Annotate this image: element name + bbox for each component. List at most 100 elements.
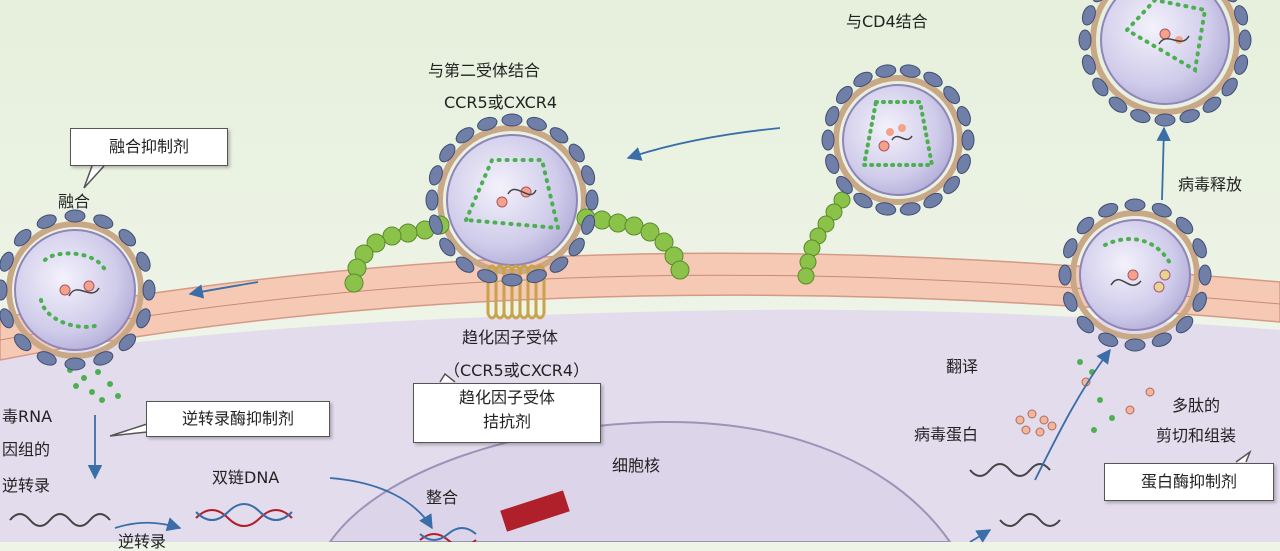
viral-rna-strand <box>9 513 111 527</box>
membrane-inner-line <box>0 274 1280 341</box>
envelope-knob <box>425 189 439 211</box>
envelope-knob <box>585 189 599 211</box>
chemokine-receptor <box>486 264 546 320</box>
released-capsid-dots <box>67 367 121 403</box>
envelope-knob <box>923 192 943 209</box>
envelope-knob <box>549 256 569 273</box>
envelope-knob <box>899 202 921 216</box>
label-translation: 翻译 <box>946 357 979 376</box>
envelope-knob <box>821 129 835 151</box>
envelope-knob <box>923 71 943 88</box>
envelope-knob <box>853 192 873 209</box>
envelope-knob <box>1063 291 1078 312</box>
envelope-knob <box>455 256 475 273</box>
envelope-knob <box>0 279 8 301</box>
label-viral-protein: 病毒蛋白 <box>914 425 979 444</box>
label-coreceptor-names: CCR5或CXCR4 <box>444 93 558 112</box>
envelope-knob <box>439 237 456 257</box>
label-fusion: 融合 <box>58 192 91 211</box>
envelope-knob <box>835 85 853 105</box>
callout-fusion-inhibitor-text: 融合抑制剂 <box>108 137 189 156</box>
envelope-knob <box>0 251 14 272</box>
envelope-knob <box>1151 332 1172 347</box>
envelope-knob <box>943 85 961 105</box>
envelope-knob <box>853 71 873 88</box>
envelope-knob <box>1179 109 1200 124</box>
label-nucleus: 细胞核 <box>612 456 661 475</box>
envelope-knob <box>1238 29 1252 51</box>
envelope-knob <box>0 308 14 329</box>
envelope-knob <box>1124 198 1146 212</box>
virion-released <box>1090 0 1240 115</box>
label-reverse-transcription: 逆转录 <box>118 532 167 551</box>
envelope-knob <box>501 273 523 287</box>
envelope-knob <box>1081 5 1096 26</box>
envelope-knob <box>1234 54 1249 75</box>
envelope-knob <box>1175 315 1194 334</box>
double-stranded-dna <box>195 503 293 527</box>
envelope-knob <box>581 165 596 186</box>
envelope-knob <box>1098 203 1119 218</box>
virion-cd4-binding <box>833 75 963 205</box>
envelope-knob <box>1098 332 1119 347</box>
envelope-knob <box>13 333 32 352</box>
callout-fusion-inhibitor: 融合抑制剂 <box>70 128 228 166</box>
envelope-knob <box>1221 77 1238 97</box>
envelope-knob <box>1151 203 1172 218</box>
envelope-knob <box>93 214 114 229</box>
callout-receptor-antagonist: 趋化因子受体 拮抗剂 <box>413 383 601 443</box>
callout-protease-inhibitor: 蛋白酶抑制剂 <box>1104 463 1274 501</box>
envelope-knob <box>899 64 921 78</box>
envelope-knob <box>477 269 498 284</box>
envelope-knob <box>875 64 897 78</box>
envelope-knob <box>1076 216 1095 235</box>
label-chemokine-receptor: 趋化因子受体 <box>462 328 559 347</box>
envelope-knob <box>1124 338 1146 352</box>
envelope-knob <box>568 237 585 257</box>
envelope-knob <box>1076 315 1095 334</box>
label-chemokine-receptor-names: （CCR5或CXCR4） <box>444 361 590 380</box>
envelope-knob <box>825 105 840 127</box>
envelope-knob <box>142 279 156 301</box>
envelope-knob <box>825 153 840 175</box>
envelope-knob <box>956 105 971 127</box>
cell-membrane <box>0 252 1280 361</box>
envelope-knob <box>1192 291 1207 312</box>
envelope-knob <box>1092 77 1109 97</box>
envelope-knob <box>1192 238 1207 259</box>
envelope-knob <box>439 143 456 163</box>
callout-rt-inhibitor-text: 逆转录酶抑制剂 <box>181 409 294 428</box>
envelope-knob <box>428 165 443 186</box>
envelope-knob <box>118 333 137 352</box>
integrated-provirus-block <box>500 490 570 532</box>
mrna-strand <box>999 513 1061 527</box>
envelope-knob <box>36 351 57 366</box>
virion-coreceptor-binding <box>437 125 587 275</box>
label-viral-rna-1: 毒RNA <box>2 407 53 426</box>
label-viral-rna-3: 逆转录 <box>2 476 51 495</box>
cd4-receptor-chain <box>797 191 851 285</box>
envelope-knob <box>428 214 443 235</box>
label-virus-release: 病毒释放 <box>1178 175 1243 194</box>
envelope-knob <box>13 228 32 247</box>
envelope-knob <box>1198 264 1212 286</box>
label-second-receptor: 与第二受体结合 <box>428 61 541 80</box>
envelope-knob <box>136 251 151 272</box>
callout-receptor-antagonist-line1: 趋化因子受体 <box>458 388 555 407</box>
label-cd4-binding: 与CD4结合 <box>846 12 928 31</box>
envelope-knob <box>961 129 975 151</box>
label-polypeptide-2: 剪切和组装 <box>1156 426 1237 445</box>
envelope-knob <box>1078 29 1092 51</box>
viral-protein-dots <box>1015 377 1155 437</box>
label-viral-rna-2: 因组的 <box>2 440 51 459</box>
envelope-knob <box>1092 0 1109 3</box>
envelope-knob <box>1081 54 1096 75</box>
integrated-dna <box>419 527 477 542</box>
envelope-knob <box>943 175 961 195</box>
envelope-knob <box>875 202 897 216</box>
callout-tails <box>83 165 1252 463</box>
flow-arrows <box>87 126 1171 542</box>
label-integration: 整合 <box>426 488 459 507</box>
viral-rna-strand-2 <box>969 463 1051 477</box>
